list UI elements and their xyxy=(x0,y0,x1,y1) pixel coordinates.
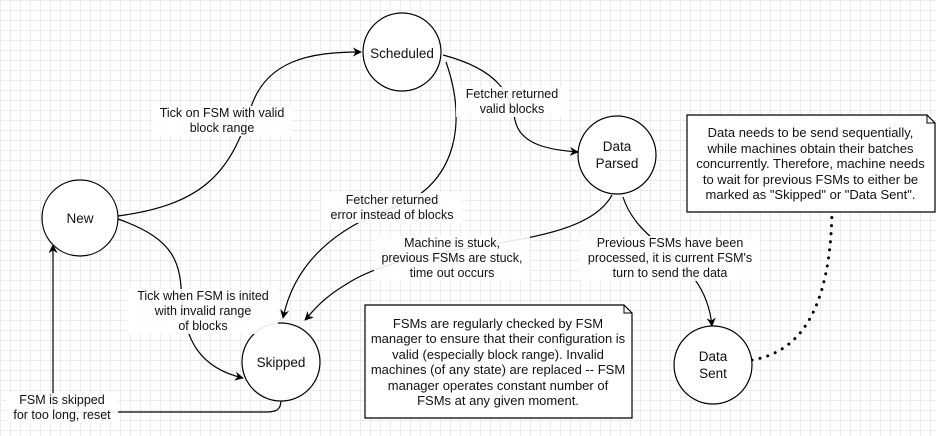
note-connector-dotted xyxy=(750,210,834,362)
state-data-sent-circle xyxy=(673,325,753,405)
note-sequential-box xyxy=(686,114,936,213)
label-parsed-to-skipped: Machine is stuck, previous FSMs are stuc… xyxy=(374,236,530,281)
note-manager-box xyxy=(364,304,633,419)
state-scheduled-circle xyxy=(362,12,442,92)
state-scheduled: Scheduled xyxy=(370,45,434,61)
label-parsed-to-sent: Previous FSMs have been processed, it is… xyxy=(580,236,760,281)
state-data-parsed: Data Parsed xyxy=(595,139,639,171)
note-manager-text: FSMs are regularly checked by FSM manage… xyxy=(370,315,626,409)
state-skipped: Skipped xyxy=(256,354,306,370)
state-skipped-circle xyxy=(241,322,321,402)
state-new: New xyxy=(66,210,94,226)
note-sequential-fold xyxy=(926,115,935,124)
label-scheduled-to-parsed: Fetcher returned valid blocks xyxy=(456,87,568,117)
edge-scheduled-to-parsed xyxy=(442,54,579,156)
state-data-sent: Data Sent xyxy=(698,349,728,381)
label-skipped-to-new: FSM is skipped for too long, reset xyxy=(6,393,118,423)
label-new-to-skipped: Tick when FSM is inited with invalid ran… xyxy=(128,289,278,334)
state-data-parsed-circle xyxy=(577,115,657,195)
state-new-circle xyxy=(41,179,119,257)
label-new-to-scheduled: Tick on FSM with valid block range xyxy=(152,106,292,136)
note-manager-fold xyxy=(623,305,632,314)
label-scheduled-to-skipped: Fetcher returned error instead of blocks xyxy=(322,193,462,223)
note-sequential-text: Data needs to be send sequentially, whil… xyxy=(696,125,925,203)
